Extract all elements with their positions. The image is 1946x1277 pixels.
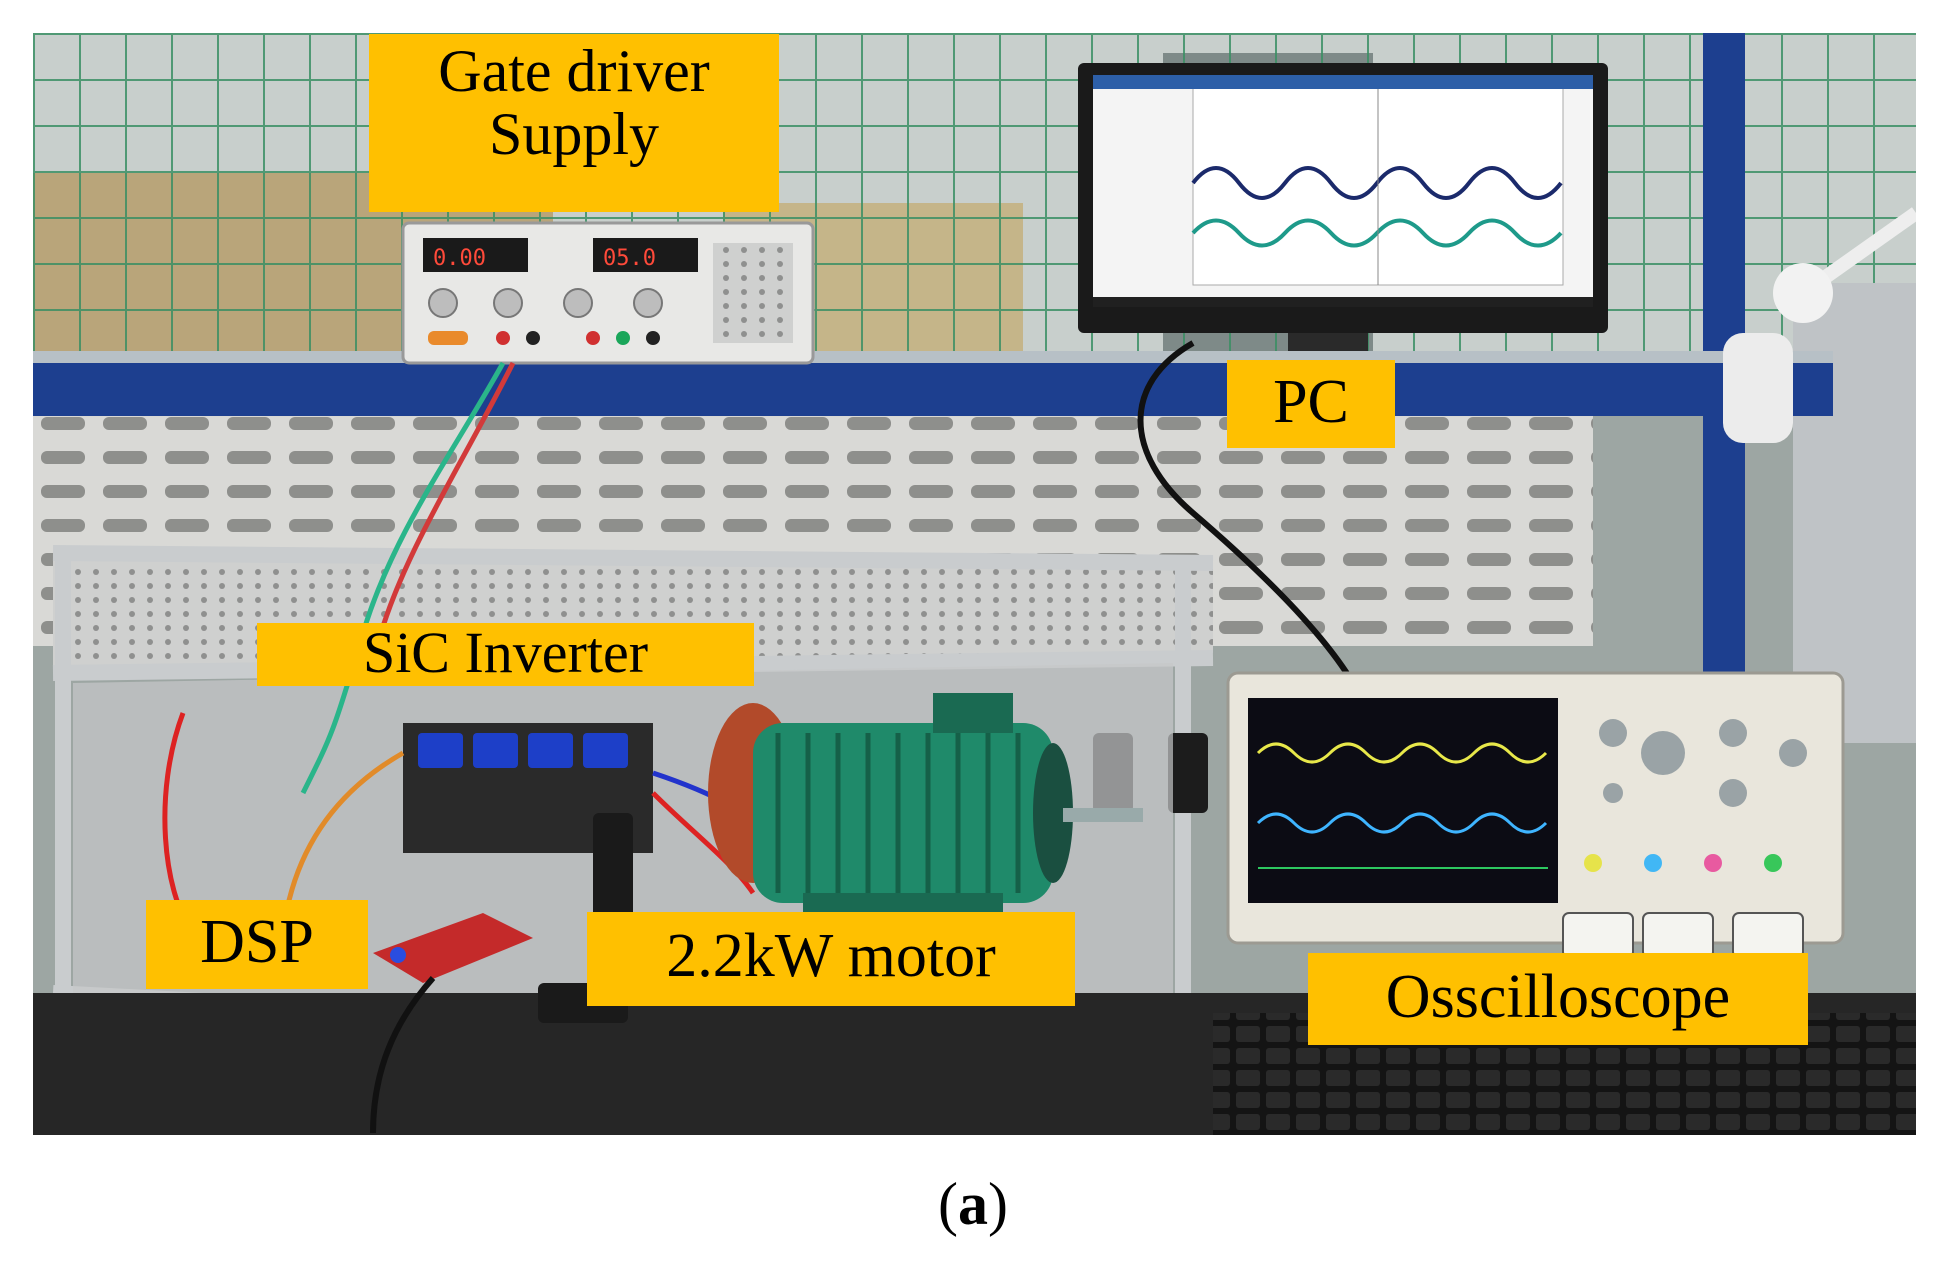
oscilloscope-label: Osscilloscope: [1308, 953, 1808, 1045]
caption-close-paren: ): [988, 1171, 1008, 1237]
gate-driver-supply-label: Gate driver Supply: [369, 34, 779, 212]
motor-label: 2.2kW motor: [587, 912, 1075, 1006]
svg-text:0.00: 0.00: [433, 246, 486, 271]
svg-text:05.0: 05.0: [603, 246, 656, 271]
sic-inverter-label: SiC Inverter: [257, 622, 754, 686]
figure-caption: (a): [0, 1170, 1946, 1239]
caption-letter: a: [958, 1171, 988, 1237]
caption-open-paren: (: [938, 1171, 958, 1237]
lab-setup-photo: 0.00 05.0: [33, 33, 1916, 1135]
dsp-label: DSP: [146, 900, 368, 989]
pc-label: PC: [1227, 360, 1395, 448]
